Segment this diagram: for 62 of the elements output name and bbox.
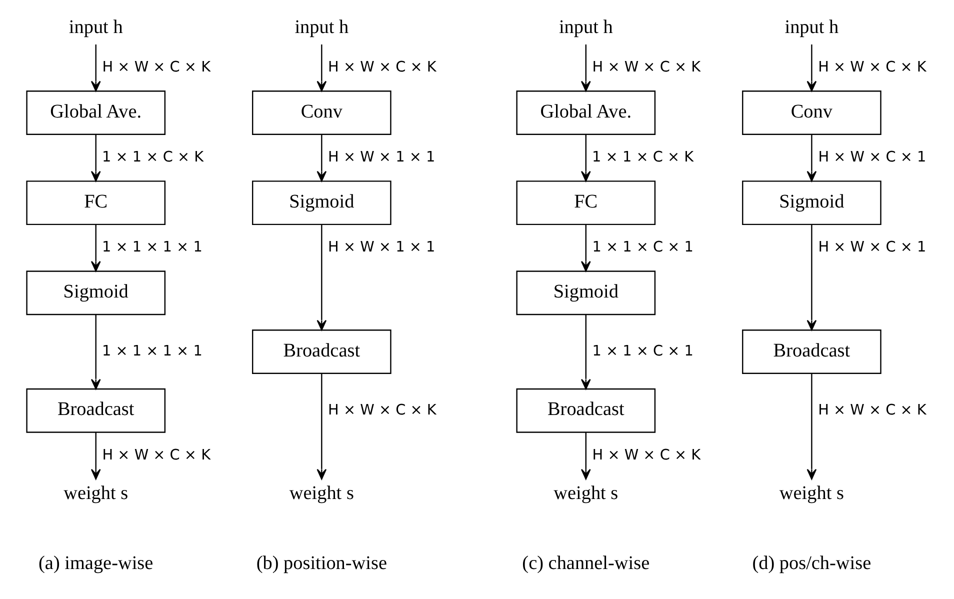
arrow xyxy=(90,224,100,272)
edge-label: H × W × C × 1 xyxy=(818,150,926,166)
arrow xyxy=(316,44,326,92)
arrow xyxy=(316,373,326,480)
node-box: Sigmoid xyxy=(252,180,391,226)
label: (d) pos/ch-wise xyxy=(752,552,871,574)
edge-label: 1 × 1 × C × K xyxy=(592,150,694,166)
node-text: input h xyxy=(784,17,838,38)
node-box: Global Ave. xyxy=(26,90,166,135)
node-text: weight s xyxy=(288,483,354,504)
node-box: Conv xyxy=(742,90,881,135)
node-text: weight s xyxy=(778,483,844,504)
edge-label: H × W × C × K xyxy=(328,59,436,76)
edge-label: H × W × 1 × 1 xyxy=(328,240,435,256)
edge-label: H × W × 1 × 1 xyxy=(328,150,435,166)
node-box: Broadcast xyxy=(252,330,391,374)
node-box: Global Ave. xyxy=(516,90,656,135)
node-text: weight s xyxy=(63,483,128,504)
edge-label: H × W × C × K xyxy=(818,59,926,76)
node-box: FC xyxy=(26,180,166,226)
node-text: input h xyxy=(68,17,122,38)
node-text: input h xyxy=(294,17,348,38)
arrow xyxy=(580,432,590,480)
arrow xyxy=(580,44,590,92)
node-text: input h xyxy=(558,17,612,38)
edge-label: 1 × 1 × C × 1 xyxy=(592,343,693,360)
edge-label: 1 × 1 × C × K xyxy=(102,150,204,166)
arrow xyxy=(90,134,100,182)
arrow xyxy=(580,314,590,390)
edge-label: 1 × 1 × 1 × 1 xyxy=(102,343,202,360)
arrow xyxy=(806,44,816,92)
arrow xyxy=(90,44,100,92)
label: (a) image-wise xyxy=(38,552,153,574)
arrow xyxy=(806,373,816,480)
node-box: Broadcast xyxy=(516,388,656,433)
node-box: Sigmoid xyxy=(742,180,881,226)
node-text: weight s xyxy=(553,483,618,504)
node-box: FC xyxy=(516,180,656,226)
edge-label: H × W × C × K xyxy=(592,59,700,76)
edge-label: H × W × C × 1 xyxy=(818,240,926,256)
arrow xyxy=(316,134,326,182)
arrow xyxy=(90,432,100,480)
arrow xyxy=(580,134,590,182)
arrow xyxy=(90,314,100,390)
node-box: Conv xyxy=(252,90,391,135)
edge-label: H × W × C × K xyxy=(592,447,700,464)
edge-label: H × W × C × K xyxy=(328,402,436,418)
edge-label: H × W × C × K xyxy=(102,447,210,464)
edge-label: 1 × 1 × 1 × 1 xyxy=(102,240,202,256)
node-box: Broadcast xyxy=(26,388,166,433)
arrow xyxy=(806,134,816,182)
edge-label: 1 × 1 × C × 1 xyxy=(592,240,693,256)
edge-label: H × W × C × K xyxy=(102,59,210,76)
label: (b) position-wise xyxy=(256,552,386,574)
arrow xyxy=(806,224,816,331)
edge-label: H × W × C × K xyxy=(818,402,926,418)
arrow xyxy=(316,224,326,331)
node-box: Broadcast xyxy=(742,330,881,374)
node-box: Sigmoid xyxy=(516,270,656,316)
label: (c) channel-wise xyxy=(522,552,650,574)
node-box: Sigmoid xyxy=(26,270,166,316)
arrow xyxy=(580,224,590,272)
